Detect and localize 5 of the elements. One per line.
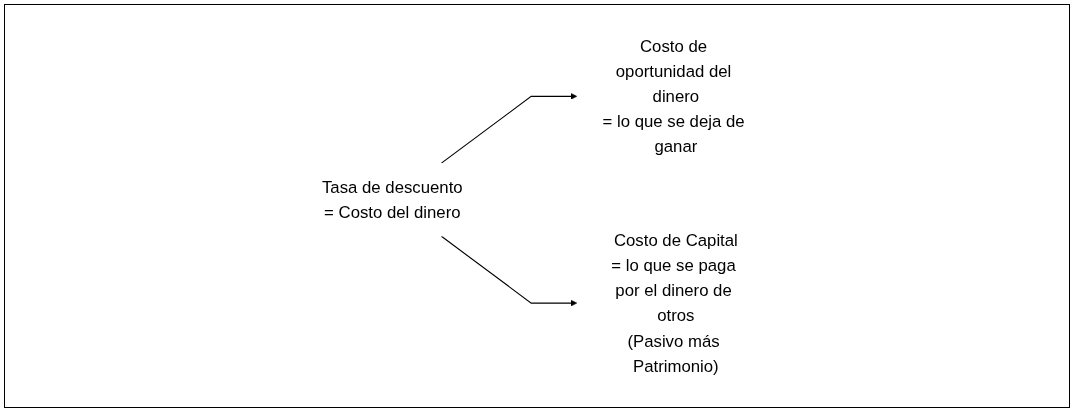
arrow (440, 235, 578, 307)
arrow (440, 93, 578, 164)
node-text: Tasa de descuento = Costo del dinero (321, 177, 463, 222)
node-text: Costo de Capital = lo que se paga por el dinero de otros (Pasivo más Patrimonio) (611, 230, 738, 376)
node-text: Costo de oportunidad del dinero = lo que se deja de ganar (602, 36, 745, 157)
